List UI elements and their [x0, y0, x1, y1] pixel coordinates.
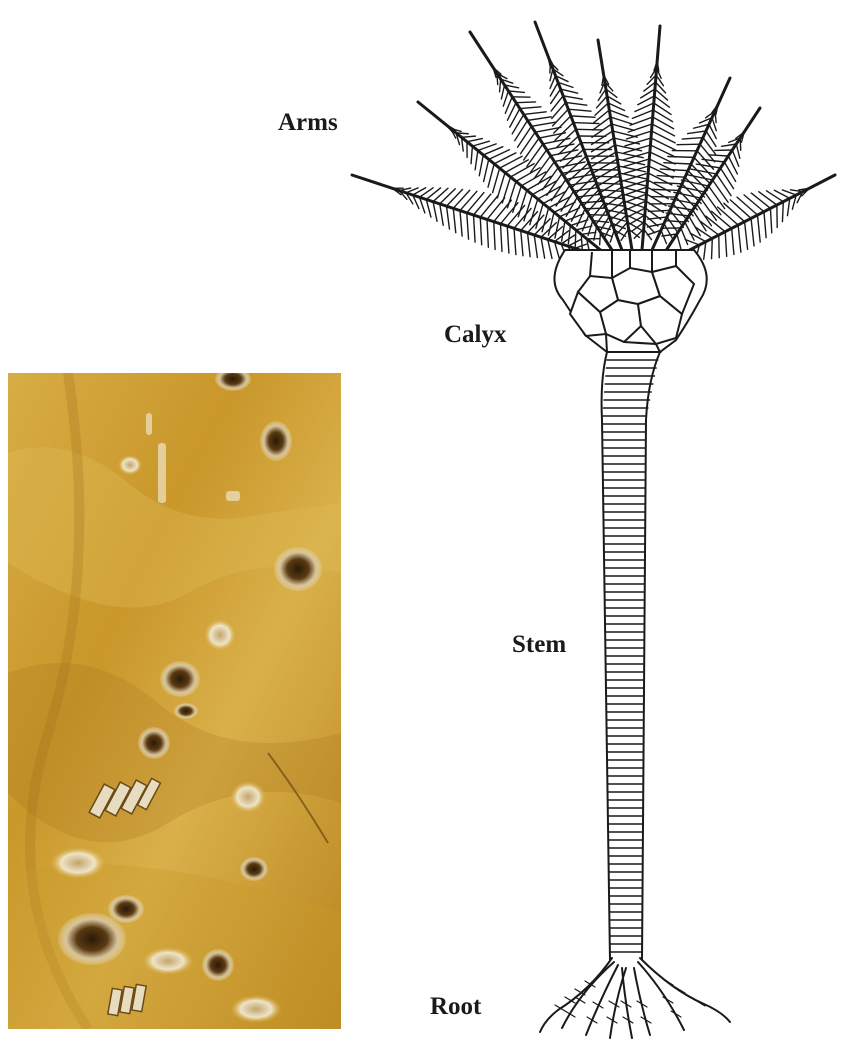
- arm-pinnules: [359, 29, 829, 260]
- label-root: Root: [430, 994, 481, 1019]
- arms-group: [352, 22, 835, 260]
- calyx-plates: [554, 250, 706, 352]
- label-stem: Stem: [512, 632, 566, 657]
- root: [540, 958, 730, 1038]
- label-arms: Arms: [278, 110, 338, 135]
- label-calyx: Calyx: [444, 322, 507, 347]
- stem: [602, 352, 660, 960]
